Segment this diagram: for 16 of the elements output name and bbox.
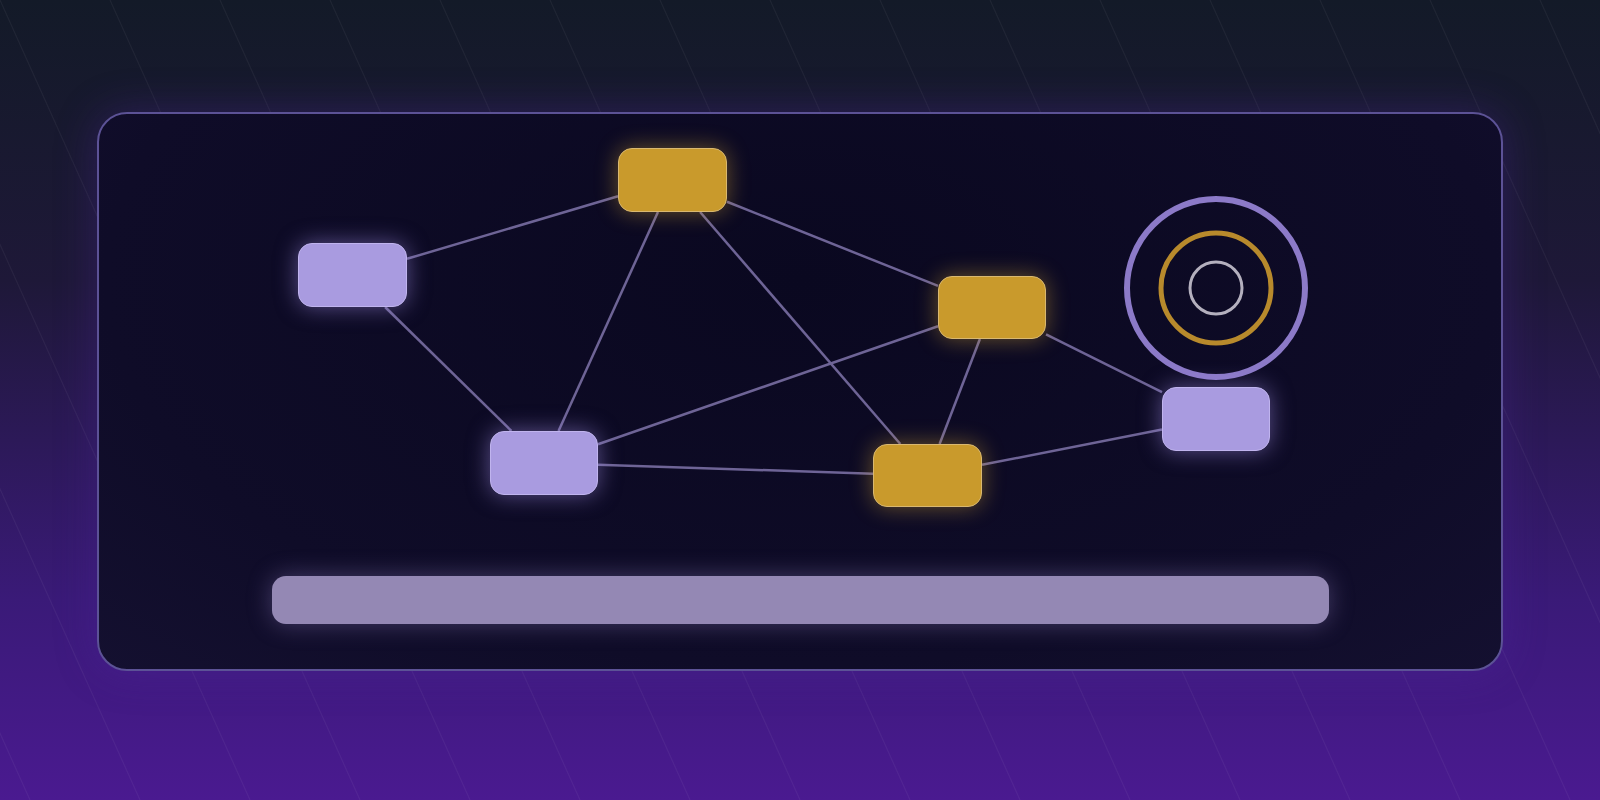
connector-line <box>597 325 939 446</box>
connector-line <box>726 200 939 288</box>
rounded-box <box>938 276 1046 339</box>
rounded-box <box>490 431 598 495</box>
connector-line <box>938 338 982 445</box>
connector-line <box>557 211 660 432</box>
connector-line <box>406 195 619 260</box>
connector-line <box>384 306 513 432</box>
connector-line <box>1045 333 1163 394</box>
rounded-box <box>298 243 407 307</box>
rounded-box <box>618 148 727 212</box>
rounded-box <box>873 444 982 507</box>
rounded-box <box>1162 387 1270 451</box>
connector-line <box>699 211 902 445</box>
connector-line <box>981 428 1163 467</box>
connector-line <box>597 463 874 475</box>
